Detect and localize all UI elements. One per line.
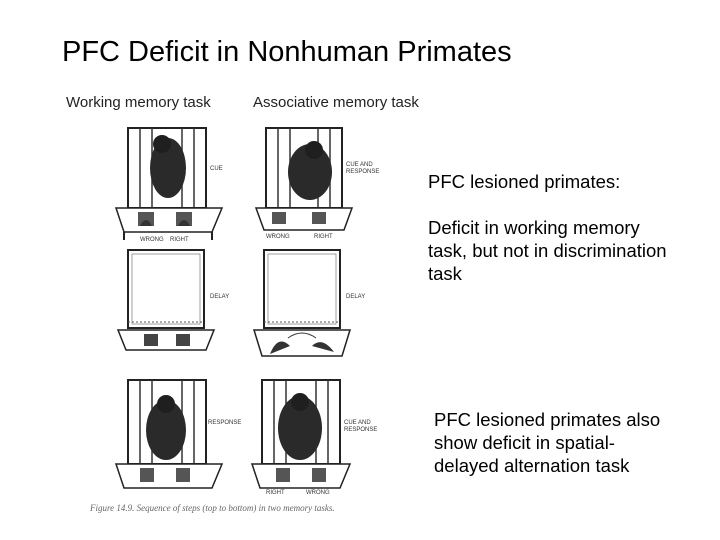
left-delay-panel: DELAY (118, 250, 229, 350)
cue-label: CUE (210, 166, 223, 172)
cue-response-label-1a: CUE AND (346, 162, 373, 168)
figure-caption: Figure 14.9. Sequence of steps (top to b… (90, 503, 335, 513)
cue-response-label-2a: CUE AND (344, 420, 371, 426)
right-label-3: RIGHT (266, 490, 285, 496)
right-label-2: RIGHT (314, 234, 333, 240)
right-cue-response-panel-2: CUE AND RESPONSE RIGHT WRONG (252, 380, 377, 496)
delay-label-right: DELAY (346, 294, 365, 300)
wrong-label-1: WRONG (140, 237, 164, 243)
wrong-label-3: WRONG (306, 490, 330, 496)
left-response-panel: RESPONSE (116, 380, 241, 488)
delay-label-left: DELAY (210, 294, 229, 300)
right-delay-panel: DELAY (254, 250, 365, 356)
wrong-label-2: WRONG (266, 234, 290, 240)
response-label: RESPONSE (208, 420, 241, 426)
right-label-1: RIGHT (170, 237, 189, 243)
cue-response-label-2b: RESPONSE (344, 427, 377, 433)
left-cue-panel: CUE WRONG RIGHT (116, 128, 223, 243)
right-cue-response-panel: CUE AND RESPONSE WRONG RIGHT (256, 128, 379, 240)
cue-response-label-1b: RESPONSE (346, 169, 379, 175)
